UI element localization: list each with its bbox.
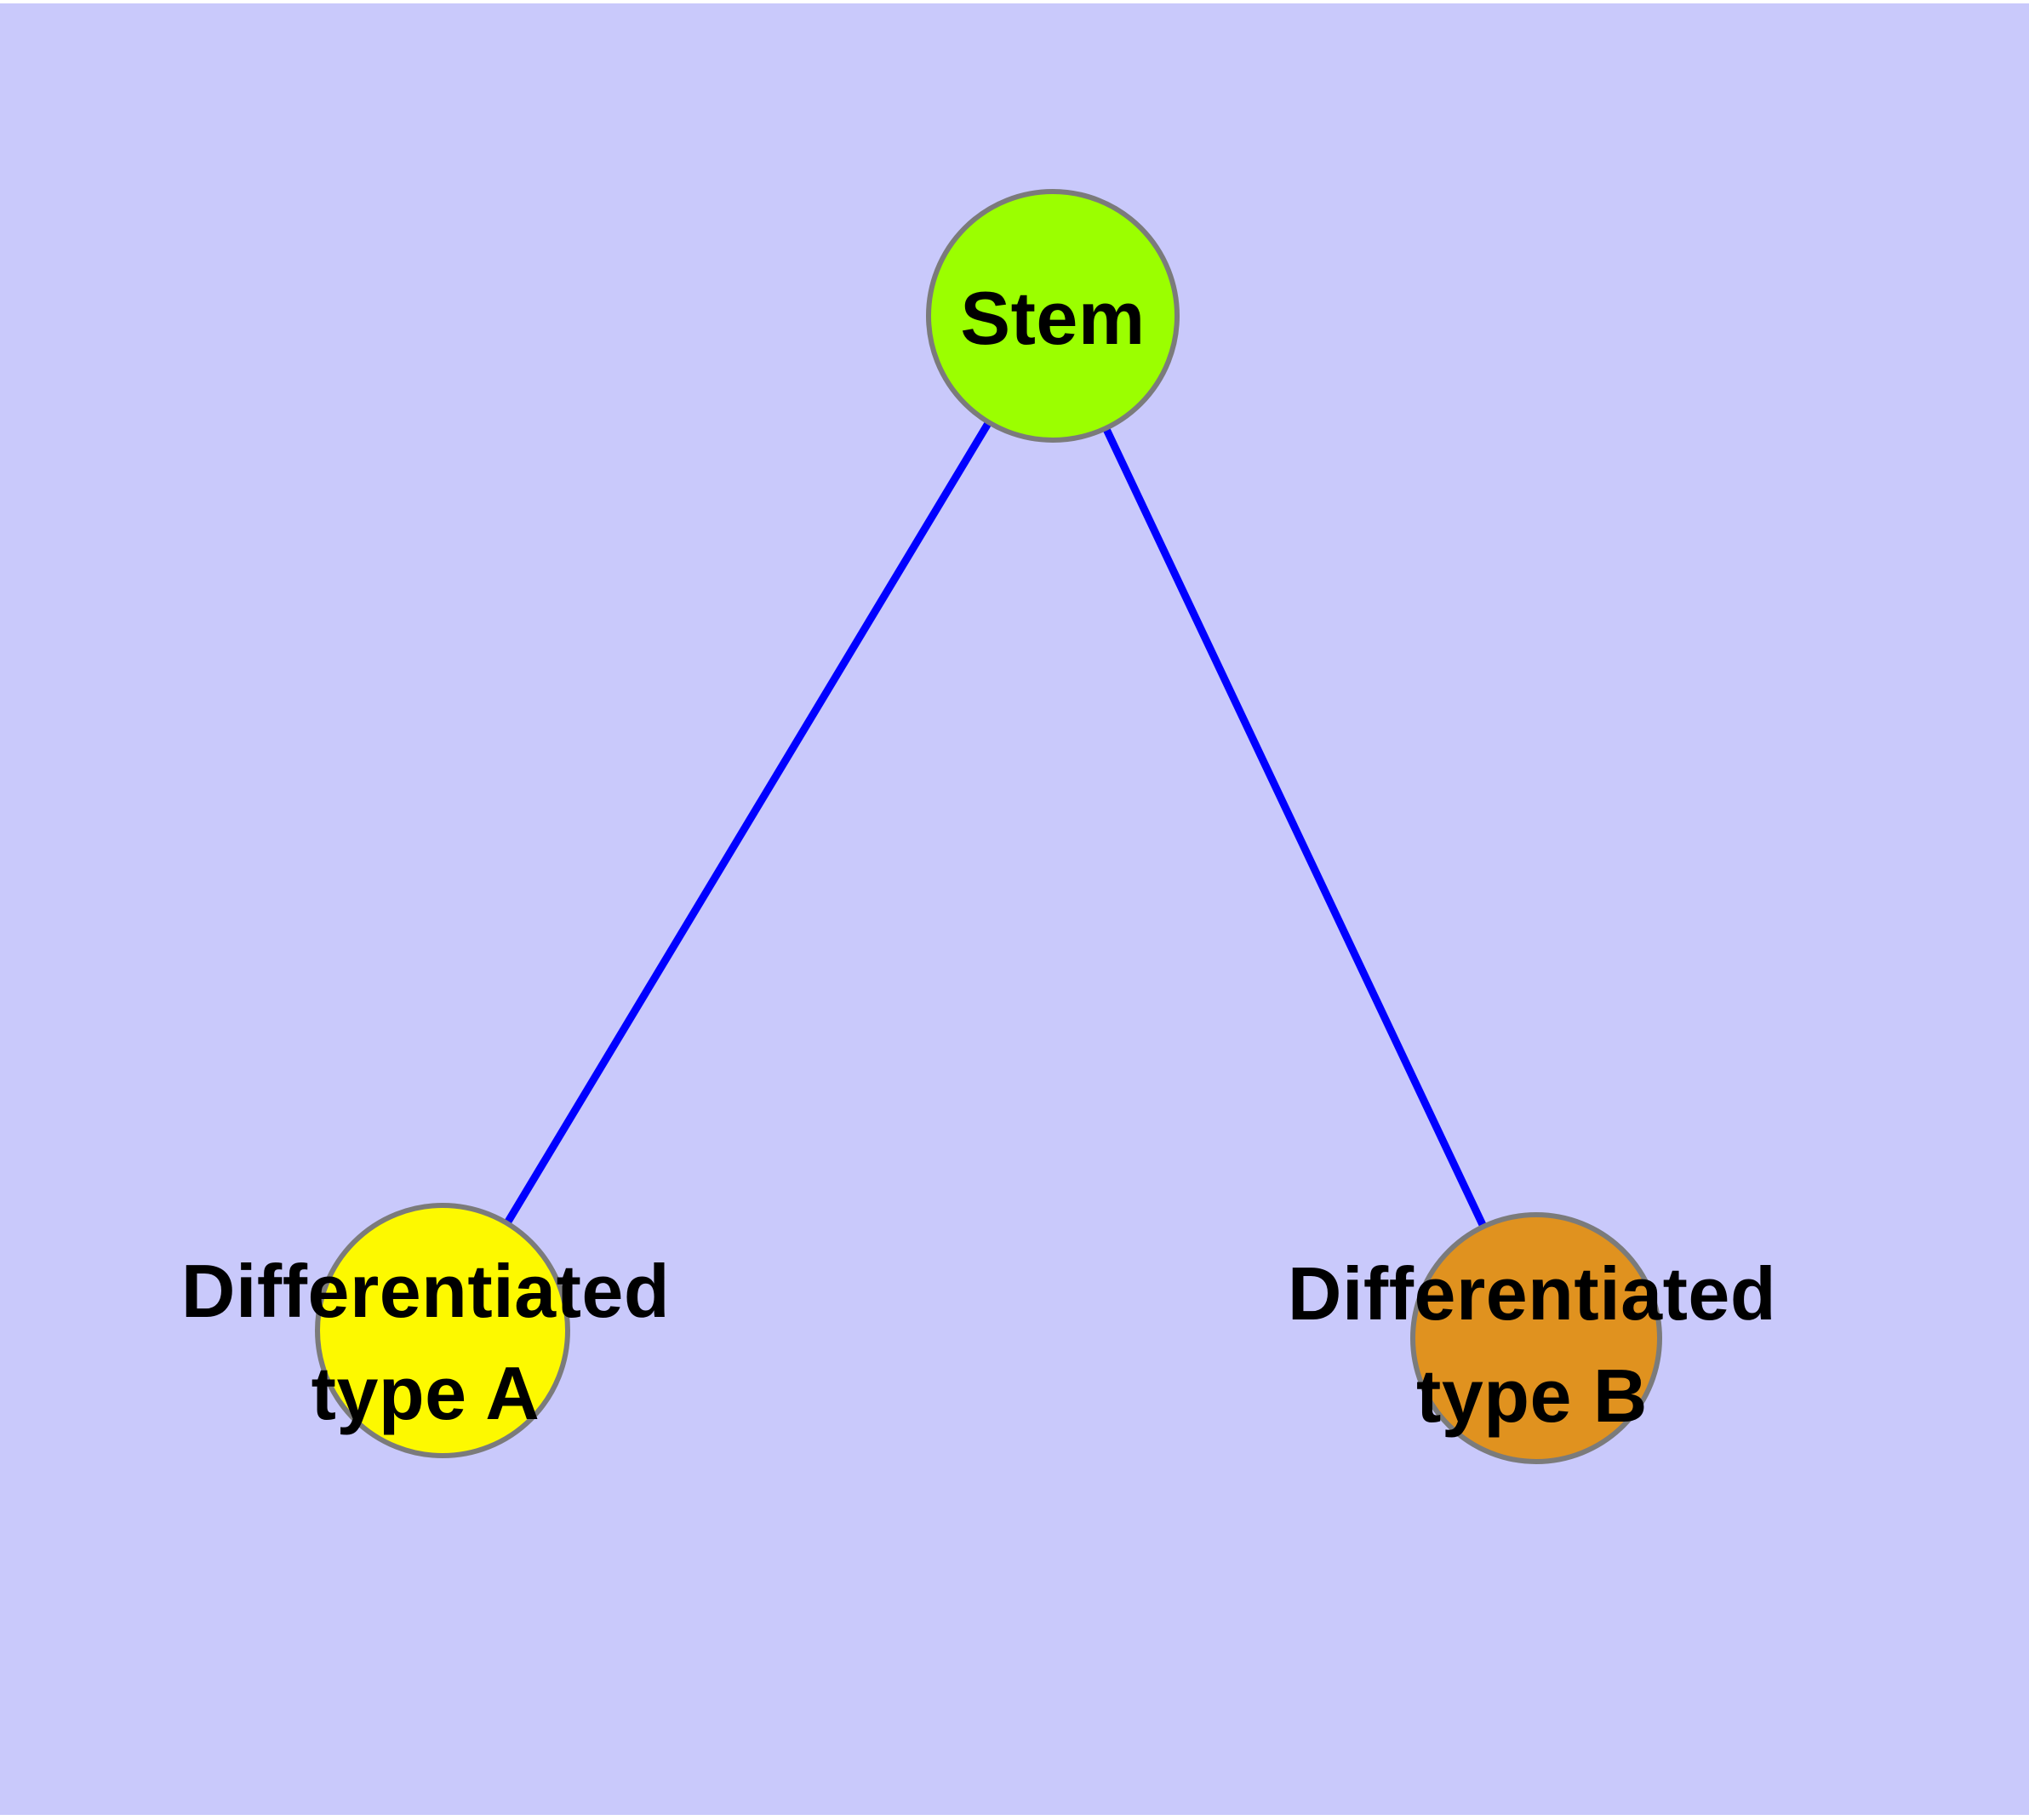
node-differentiated-type-b[interactable] xyxy=(1410,1212,1662,1464)
node-stem[interactable] xyxy=(926,189,1180,443)
label-line: Differentiated xyxy=(180,1249,671,1333)
label-line: type A xyxy=(311,1351,540,1435)
node-stem-label: Stem xyxy=(960,267,1145,369)
node-differentiated-type-a[interactable] xyxy=(315,1203,570,1458)
label-line: type B xyxy=(1416,1354,1648,1438)
node-type-b-label: Differentiated type B xyxy=(1288,1243,1776,1447)
node-type-a-label: Differentiated type A xyxy=(181,1240,670,1445)
label-line: Differentiated xyxy=(1287,1251,1777,1336)
edge-stem-to-type-b xyxy=(1049,314,1540,1340)
edge-stem-to-type-a xyxy=(439,313,1056,1333)
label-line: Stem xyxy=(960,276,1146,360)
